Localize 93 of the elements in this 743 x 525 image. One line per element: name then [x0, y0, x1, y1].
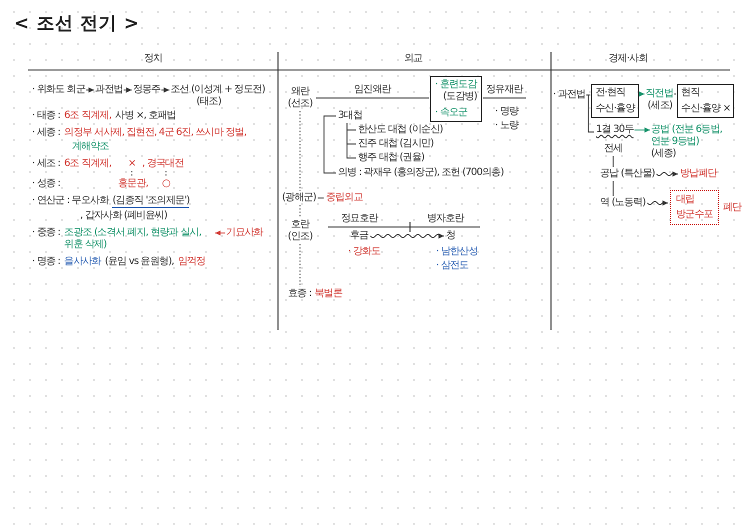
- arrow: [634, 127, 650, 133]
- term-label: 중립외교: [326, 192, 363, 204]
- term-label: 과전법: [95, 84, 123, 96]
- term-label: 조선 (이성계 + 정도전): [170, 84, 265, 96]
- wavy-arrow: [656, 171, 678, 177]
- term-label: (도감병): [443, 91, 477, 103]
- king-label: · 세조 :: [32, 158, 60, 170]
- king-label: · 중종 :: [32, 227, 60, 239]
- term-label: 공법 (전분 6등법, 연분 9등법): [651, 124, 741, 148]
- term-label: 1결 30두: [596, 124, 634, 140]
- page-title: < 조선 전기 >: [14, 12, 140, 36]
- note-box: [591, 84, 639, 118]
- note-text: 사병 ×, 호패법: [115, 110, 176, 122]
- note-text: · 남한산성: [436, 246, 478, 258]
- caption-text: (세종): [651, 148, 676, 160]
- note-text: · 명량: [495, 106, 518, 118]
- dotted-line: [131, 170, 132, 178]
- bracket-line: [586, 94, 594, 132]
- arrow: [638, 91, 645, 97]
- reign-label: 효종 :: [288, 288, 312, 300]
- reign-label: 왜란 (선조): [285, 86, 315, 110]
- term-label: 진주 대첩 (김시민): [358, 138, 434, 150]
- war-label: 정묘호란: [341, 213, 378, 225]
- reign-label: (광해군): [282, 192, 316, 204]
- term-label: 전·현직: [595, 87, 626, 99]
- caption-text: (세조): [648, 100, 672, 112]
- note-text: 의정부 서사제, 집현전, 4군 6진, 쓰시마 정벌,: [64, 127, 246, 139]
- term-label: 기묘사화: [226, 227, 263, 239]
- king-label: · 태종 :: [32, 110, 60, 122]
- term-label: 후금: [350, 230, 368, 242]
- bracket-line: [324, 116, 336, 174]
- note-text: 을사사화: [64, 256, 101, 268]
- edge-label: 정유재란: [486, 84, 523, 96]
- term-label: 조광조 (소격서 폐지, 현량과 실시, 위훈 삭제): [64, 227, 214, 251]
- note-text: · 연산군 : 무오사화: [32, 195, 108, 207]
- term-label: 공납 (특산물): [600, 168, 655, 180]
- term-label: 수신·휼양: [595, 103, 635, 115]
- term-label: 직전법: [646, 88, 674, 100]
- term-label: 의병 : 곽재우 (홍의장군), 조헌 (700의총): [338, 167, 504, 179]
- cross-mark: ×: [128, 158, 136, 170]
- note-text: 임꺽정: [178, 256, 206, 268]
- note-text: 6조 직계제,: [64, 158, 112, 170]
- note-text: (김종직 '조의제문'): [112, 195, 190, 208]
- term-label: , 경국대전: [142, 158, 184, 170]
- note-text: · 노량: [495, 120, 518, 132]
- problem-box: [670, 190, 719, 225]
- arrow: [160, 87, 170, 93]
- note-text: 북벌론: [314, 288, 342, 300]
- reign-label: 호란 (인조): [285, 219, 315, 243]
- note-text: (윤임 vs 윤원형),: [104, 256, 174, 268]
- term-label: 전세: [604, 143, 622, 155]
- note-text: · 강화도: [348, 246, 380, 258]
- caption-text: 폐단: [722, 202, 742, 214]
- column-heading: 경제·사회: [608, 53, 648, 65]
- arrow: [214, 230, 226, 236]
- term-label: 역 (노동력): [600, 197, 646, 209]
- term-label: 대립: [676, 194, 696, 206]
- term-label: · 위화도 회군: [32, 84, 86, 96]
- note-text: 6조 직계제,: [64, 110, 112, 122]
- term-label: 행주 대첩 (권율): [358, 152, 424, 164]
- king-label: · 세종 :: [32, 127, 60, 139]
- term-label: 정몽주: [132, 84, 160, 96]
- term-label: 현직: [681, 87, 701, 99]
- note-box: [677, 84, 734, 118]
- war-label: 병자호란: [427, 213, 464, 225]
- connector-line: [612, 156, 614, 168]
- king-label: · 성종 :: [32, 178, 60, 190]
- term-label: 방군수포: [676, 209, 713, 221]
- arrow: [86, 87, 95, 93]
- term-label: · 훈련도감: [435, 79, 477, 91]
- note-box: [430, 76, 482, 122]
- connector-line: [612, 180, 614, 196]
- term-label: · 과전법: [553, 89, 586, 101]
- arrow: [123, 87, 132, 93]
- wavy-arrow: [370, 233, 444, 239]
- bracket-line: [346, 122, 356, 158]
- term-label: 한산도 대첩 (이순신): [358, 124, 443, 136]
- column-heading: 외교: [404, 53, 422, 65]
- term-label: 방납폐단: [680, 168, 717, 180]
- note-text: , 갑자사화 (폐비윤씨): [80, 210, 167, 222]
- edge-label: 임진왜란: [354, 84, 391, 96]
- note-text: · 삼전도: [436, 260, 468, 272]
- king-label: · 명종 :: [32, 256, 60, 268]
- column-heading: 정치: [144, 53, 162, 65]
- wavy-arrow: [646, 200, 668, 206]
- term-label: 3대첩: [338, 110, 362, 122]
- term-label: 수신·휼양 ×: [681, 103, 730, 115]
- caption-text: (태조): [196, 96, 221, 108]
- term-label: 청: [446, 230, 456, 242]
- term-label: · 속오군: [435, 107, 468, 119]
- term-label: 홍문관,: [118, 178, 148, 190]
- completion-mark: ○: [162, 178, 170, 190]
- note-text: 계해약조: [72, 141, 109, 153]
